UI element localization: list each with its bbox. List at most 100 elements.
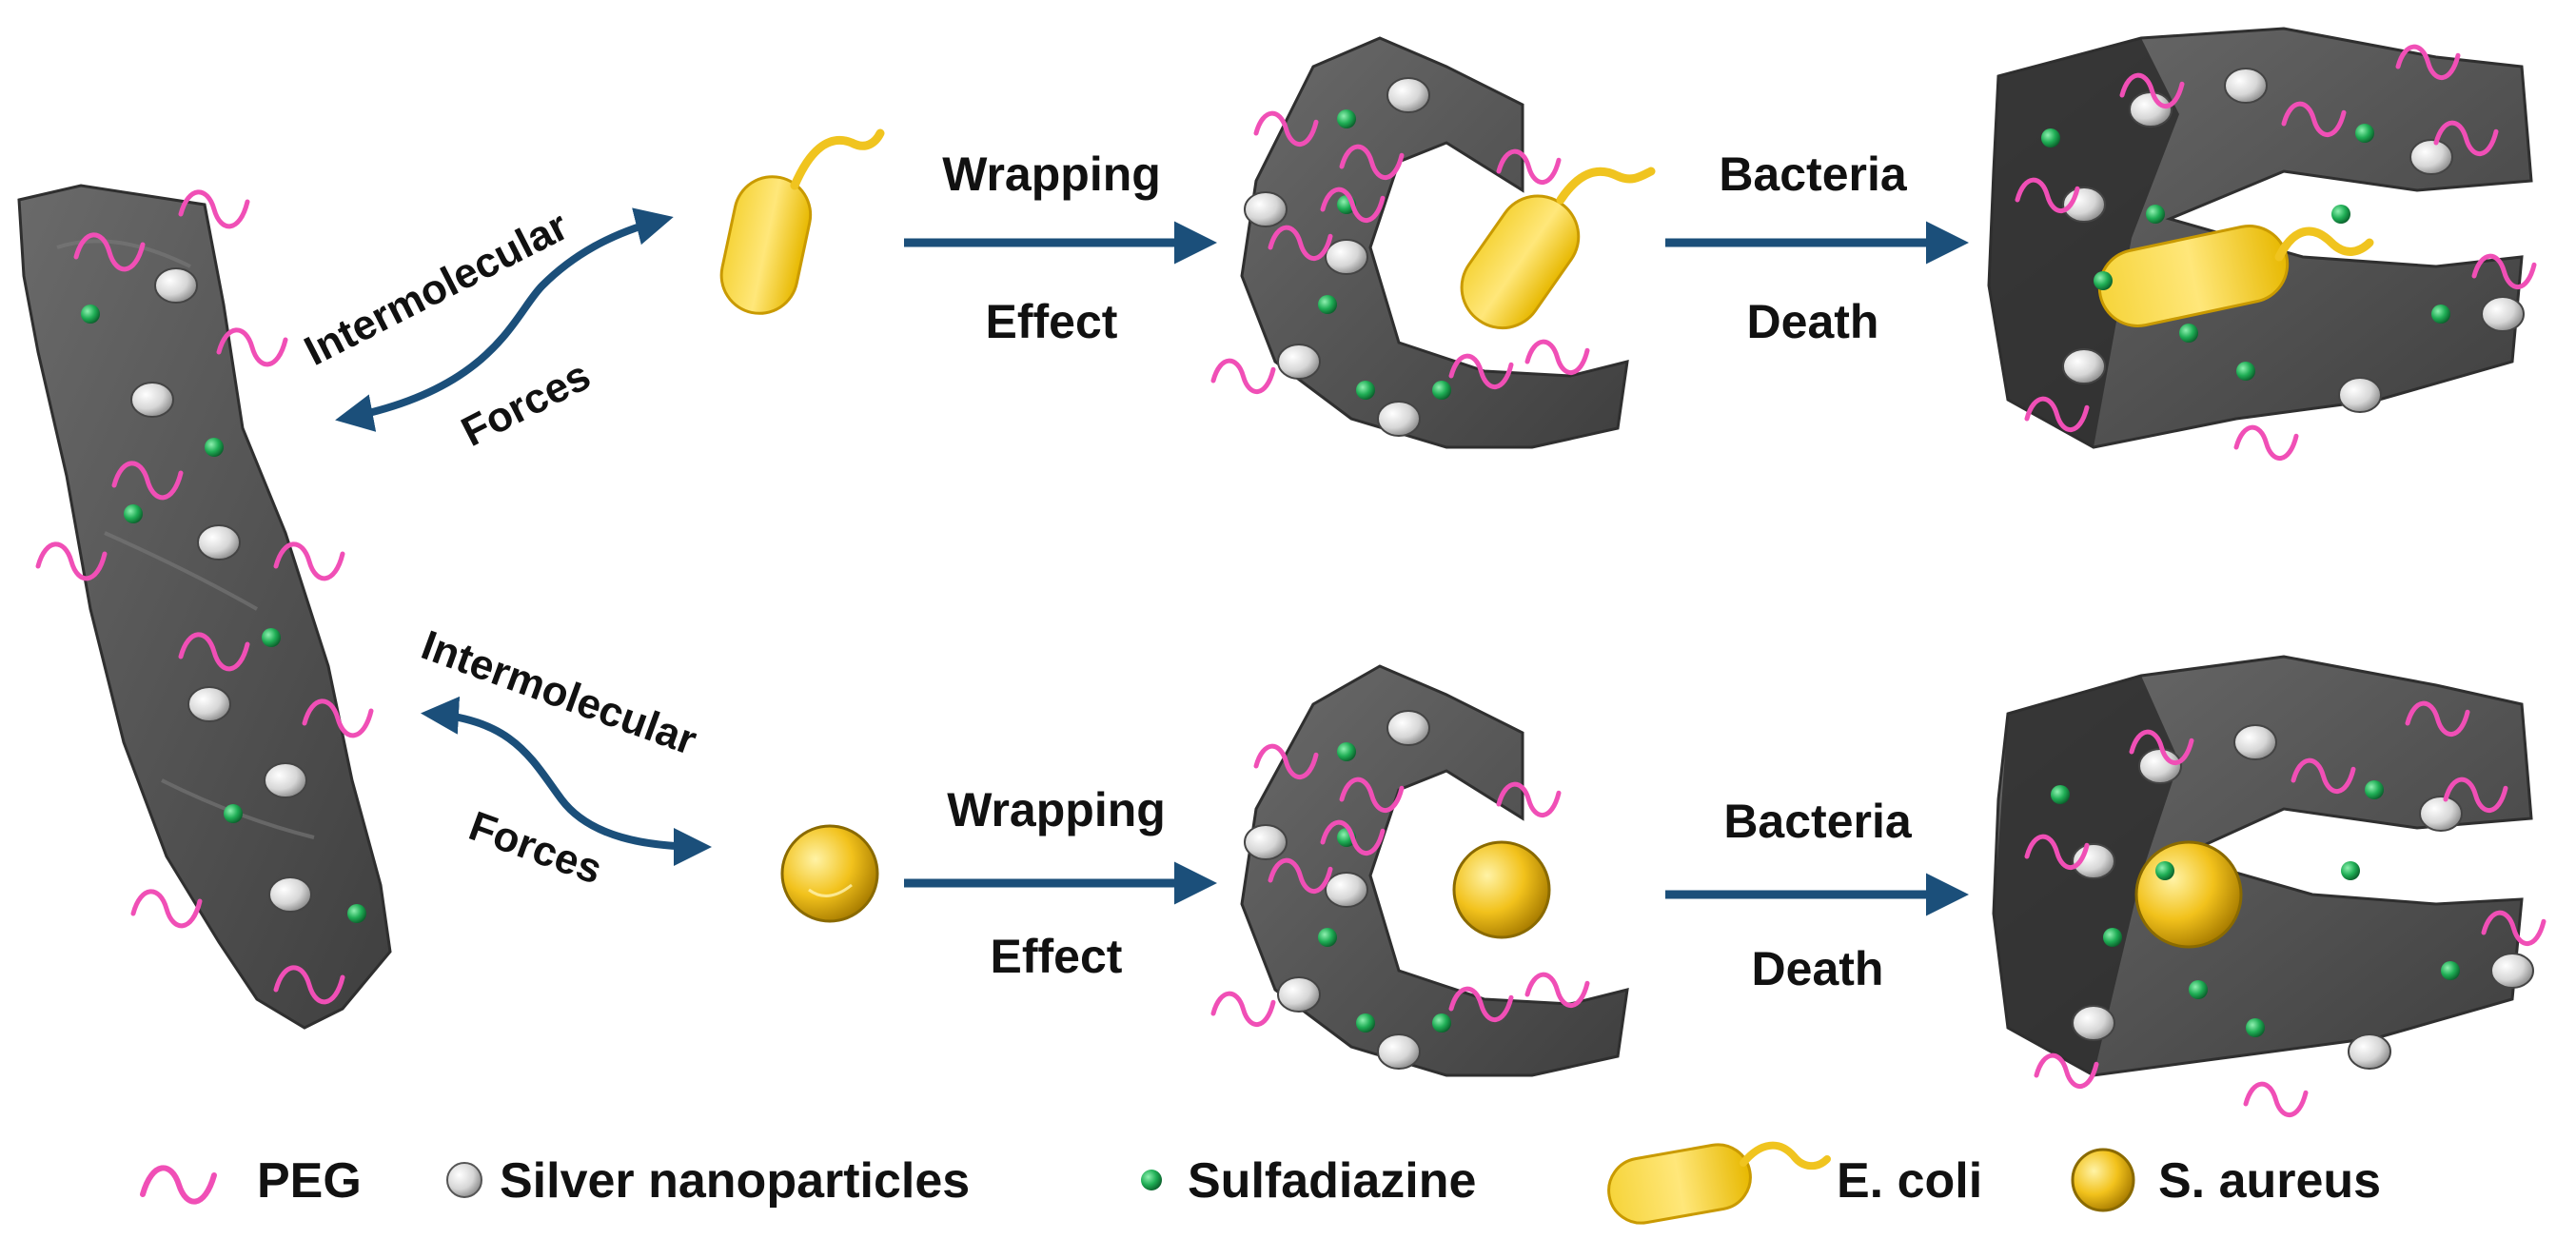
silver-nanoparticle bbox=[2233, 724, 2277, 760]
sulfadiazine-particle bbox=[124, 504, 143, 523]
silver-nanoparticle bbox=[2419, 796, 2463, 832]
sulfadiazine-particle bbox=[2441, 961, 2460, 980]
effect-label-row1: Effect bbox=[986, 295, 1118, 348]
peg-strand bbox=[1320, 187, 1386, 224]
peg-strand bbox=[1210, 358, 1276, 395]
legend-label-e-coli: E. coli bbox=[1837, 1153, 1982, 1209]
peg-strand bbox=[216, 327, 288, 367]
e-coli-dead-row1 bbox=[2097, 225, 2374, 327]
peg-strand bbox=[1268, 225, 1333, 262]
sulfadiazine-particle bbox=[81, 305, 100, 324]
silver-nanoparticle bbox=[1377, 1033, 1421, 1070]
peg-strand bbox=[1339, 777, 1405, 814]
sulfadiazine-particle bbox=[2051, 785, 2070, 804]
s-aureus-wrapped-row2 bbox=[1452, 840, 1551, 939]
silver-nanoparticle bbox=[264, 762, 307, 798]
sulfadiazine-particle bbox=[262, 628, 281, 647]
sulfadiazine-particle bbox=[2179, 324, 2198, 343]
peg-strand bbox=[2291, 757, 2356, 795]
silver-nanoparticle bbox=[187, 686, 231, 722]
peg-strand bbox=[1268, 857, 1333, 895]
sulfadiazine-particle bbox=[2094, 271, 2113, 290]
peg-strand bbox=[35, 541, 108, 581]
peg-strand bbox=[1496, 781, 1562, 818]
double-arrow-row2 bbox=[421, 696, 712, 866]
peg-strand bbox=[2129, 729, 2194, 766]
death-sheet-row1 bbox=[1987, 27, 2533, 449]
silver-nanoparticle bbox=[1386, 77, 1430, 113]
forces-label-line1-row1: Intermolecular bbox=[297, 203, 575, 375]
peg-strand-icon bbox=[140, 1165, 217, 1205]
sulfadiazine-particle bbox=[2365, 780, 2384, 799]
sulfadiazine-particle bbox=[2246, 1018, 2265, 1037]
peg-strand bbox=[2281, 101, 2347, 138]
sulfadiazine-particle bbox=[2189, 980, 2208, 999]
peg-strand bbox=[1339, 144, 1405, 181]
peg-strand bbox=[2233, 424, 2299, 462]
peg-strand bbox=[2405, 700, 2470, 738]
silver-nanoparticle bbox=[2338, 377, 2382, 413]
sulfadiazine-particle bbox=[2146, 205, 2165, 224]
e-coli-icon bbox=[719, 128, 885, 315]
sulfadiazine-particle bbox=[205, 438, 224, 457]
strip-decorations bbox=[35, 189, 374, 1005]
sulfadiazine-particle bbox=[1432, 1013, 1451, 1033]
sulfadiazine-particle bbox=[2355, 124, 2374, 143]
peg-strand bbox=[1253, 110, 1319, 148]
silver-nanoparticle-icon bbox=[446, 1162, 482, 1198]
silver-nanoparticle bbox=[2129, 91, 2173, 128]
peg-strand bbox=[2015, 177, 2080, 214]
peg-strand bbox=[2024, 396, 2090, 433]
peg-strand bbox=[1320, 819, 1386, 856]
silver-nanoparticle bbox=[1277, 344, 1321, 380]
silver-nanoparticle bbox=[2072, 1005, 2115, 1041]
silver-nanoparticle bbox=[1277, 976, 1321, 1013]
silver-nanoparticle bbox=[130, 382, 174, 418]
sheet-decorations bbox=[1210, 44, 2547, 1118]
sulfadiazine-particle bbox=[347, 904, 366, 923]
sulfadiazine-icon bbox=[1141, 1170, 1162, 1190]
forces-label-line2-row2: Forces bbox=[463, 802, 608, 893]
peg-strand bbox=[2034, 1052, 2099, 1090]
peg-strand bbox=[2395, 44, 2461, 81]
peg-strand bbox=[1210, 991, 1276, 1028]
sulfadiazine-particle bbox=[1356, 1013, 1375, 1033]
silver-nanoparticle bbox=[197, 524, 241, 561]
silver-nanoparticle bbox=[154, 267, 198, 304]
double-arrow-row1 bbox=[335, 207, 674, 432]
sulfadiazine-particle bbox=[1432, 381, 1451, 400]
effect-label-row2: Effect bbox=[991, 930, 1123, 983]
sulfadiazine-particle bbox=[2103, 928, 2122, 947]
peg-strand bbox=[2024, 834, 2090, 871]
peg-strand bbox=[1524, 972, 1590, 1009]
peg-strand bbox=[302, 698, 374, 738]
legend-label-silver: Silver nanoparticles bbox=[500, 1153, 970, 1209]
bacteria-label-row2: Bacteria bbox=[1723, 795, 1913, 848]
silver-nanoparticle bbox=[2481, 296, 2525, 332]
silver-nanoparticle bbox=[1377, 401, 1421, 437]
sulfadiazine-particle bbox=[1318, 928, 1337, 947]
peg-strand bbox=[1448, 353, 1514, 390]
silver-nanoparticle bbox=[1325, 239, 1368, 275]
peg-strand bbox=[1524, 339, 1590, 376]
sulfadiazine-particle bbox=[2431, 305, 2450, 324]
peg-strand bbox=[1253, 743, 1319, 780]
peg-strand bbox=[178, 189, 250, 229]
s-aureus-icon bbox=[2071, 1148, 2135, 1212]
silver-nanoparticle bbox=[2348, 1033, 2391, 1070]
sulfadiazine-particle bbox=[2041, 128, 2060, 148]
s-aureus-dead-row2 bbox=[2134, 840, 2243, 949]
silver-nanoparticle bbox=[268, 876, 312, 913]
peg-strand bbox=[2471, 253, 2537, 290]
peg-strand bbox=[1448, 986, 1514, 1023]
peg-strand bbox=[178, 632, 250, 672]
sulfadiazine-particle bbox=[1337, 109, 1356, 128]
sulfadiazine-particle bbox=[2236, 362, 2255, 381]
legend-label-peg: PEG bbox=[257, 1153, 362, 1209]
silver-nanoparticle bbox=[2138, 748, 2182, 784]
bacteria-label-row1: Bacteria bbox=[1719, 148, 1908, 201]
peg-strand bbox=[2481, 910, 2547, 947]
peg-strand bbox=[273, 965, 345, 1005]
peg-strand bbox=[73, 232, 146, 272]
